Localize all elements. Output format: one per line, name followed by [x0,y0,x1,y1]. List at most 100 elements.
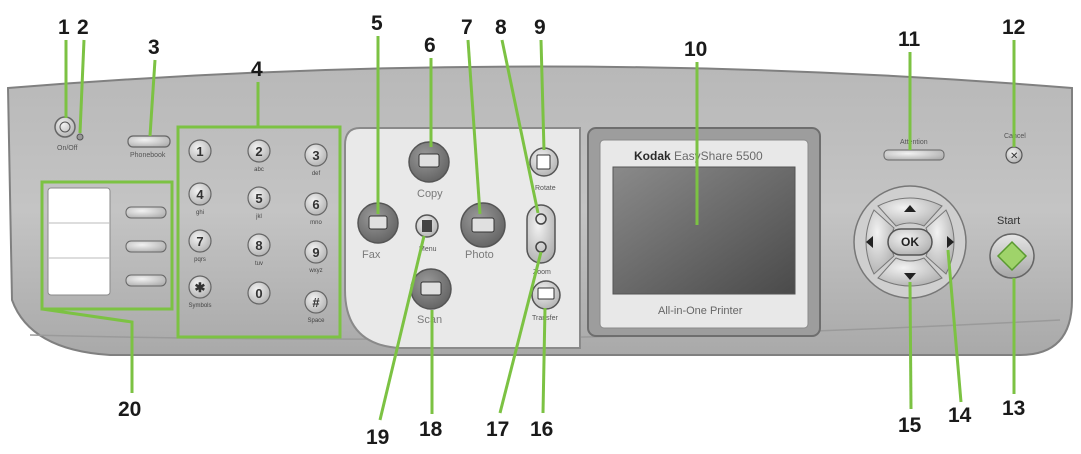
callout-17: 17 [486,418,509,441]
key-sub: def [312,171,321,177]
callout-14: 14 [948,404,972,427]
photo-label: Photo [465,249,494,261]
key-sub: pqrs [194,257,206,263]
lcd-screen [612,166,796,295]
start-icon [996,240,1028,272]
dpad-down-button[interactable] [877,257,943,287]
key-digit: 6 [312,197,319,212]
photo-icon [471,217,495,233]
onetouch-button-2[interactable] [125,240,167,253]
leader-line-3 [148,59,157,137]
callout-5: 5 [371,12,383,35]
key-digit: 1 [196,144,203,159]
onetouch-button-1[interactable] [125,206,167,219]
attention-button[interactable] [883,149,945,161]
keypad-key[interactable]: 9 wxyz [304,240,328,274]
leader-lines [41,36,1016,421]
lcd-subtitle: All-in-One Printer [658,305,743,317]
callout-12: 12 [1002,16,1025,39]
keypad-key[interactable]: 0 [247,281,271,305]
key-digit: # [312,295,320,310]
key-sub: mno [310,220,322,226]
key-digit: 5 [255,191,262,206]
lcd-model: EasyShare 5500 [674,149,763,163]
key-digit: 9 [312,245,319,260]
callout-numbers: 1 2 3 4 5 6 7 8 9 10 11 12 13 14 15 16 1… [58,12,1025,449]
callout-20: 20 [118,398,141,421]
callout-8: 8 [495,16,507,39]
key-sub: jkl [255,214,262,220]
leader-line-9 [539,39,546,151]
arrow-up-icon [904,205,916,212]
arrow-right-icon [947,236,954,248]
callout-18: 18 [419,418,443,441]
leader-line-15 [908,281,913,410]
start-label: Start [997,215,1020,227]
arrow-down-icon [904,273,916,280]
callout-10: 10 [684,38,707,61]
key-sub: ghi [196,210,204,216]
leader-line-8 [500,39,540,214]
zoom-in-icon [535,213,547,225]
callout-19: 19 [366,426,389,449]
key-digit: 8 [255,238,262,253]
key-sub: wxyz [308,268,322,274]
scan-icon [420,281,442,296]
keypad-key[interactable]: ✱ Symbols [188,275,212,309]
callout-1: 1 [58,16,70,39]
power-led [76,133,84,141]
callout-2: 2 [77,16,89,39]
key-digit: 0 [255,286,262,301]
key-digit: 2 [255,144,262,159]
keypad-key[interactable]: 1 [188,139,212,163]
callout-6: 6 [424,34,436,57]
attention-label: Attention [900,139,928,146]
copy-label: Copy [417,188,443,200]
rotate-label: Rotate [535,185,556,192]
keypad-key[interactable]: 3 def [304,143,328,177]
directional-pad: OK [853,185,967,299]
phonebook-label: Phonebook [130,152,166,159]
onetouch-button-3[interactable] [125,274,167,287]
zoom-label: Zoom [533,269,551,276]
keypad-key[interactable]: 6 mno [304,192,328,226]
keypad: 1 2 abc 3 def 4 ghi 5 jkl 6 mno [188,139,328,324]
lcd-brand: Kodak [634,149,671,163]
keypad-key[interactable]: 8 tuv [247,233,271,267]
ok-button[interactable] [887,228,933,256]
transfer-icon [537,287,555,300]
mode-island [344,127,581,349]
cancel-icon: ✕ [1010,151,1018,162]
callout-13: 13 [1002,397,1025,420]
keypad-key[interactable]: 7 pqrs [188,229,212,263]
key-digit: 3 [312,148,319,163]
copy-icon [418,153,440,168]
menu-icon [422,220,432,232]
fax-icon [368,215,388,230]
keypad-key[interactable]: 2 abc [247,139,271,173]
key-sub: Symbols [188,303,211,309]
phonebook-button[interactable] [127,135,171,148]
callout-15: 15 [898,414,922,437]
zoom-rocker[interactable] [526,204,556,264]
onetouch-outline [40,180,174,311]
keypad-key[interactable]: 4 ghi [188,182,212,216]
key-sub: abc [254,167,264,173]
key-digit: ✱ [195,280,206,295]
leader-line-19 [378,235,426,421]
callout-11: 11 [898,28,921,51]
leader-line-7 [466,39,482,215]
callout-3: 3 [148,36,160,59]
rotate-icon [536,154,551,170]
fax-label: Fax [362,249,381,261]
dpad-up-button[interactable] [877,197,943,227]
keypad-key[interactable]: 5 jkl [247,186,271,220]
keypad-key[interactable]: # Space [304,290,328,324]
callout-7: 7 [461,16,473,39]
leader-line-14 [946,249,963,403]
callout-9: 9 [534,16,546,39]
ok-label: OK [901,235,919,249]
power-button[interactable] [54,116,76,138]
